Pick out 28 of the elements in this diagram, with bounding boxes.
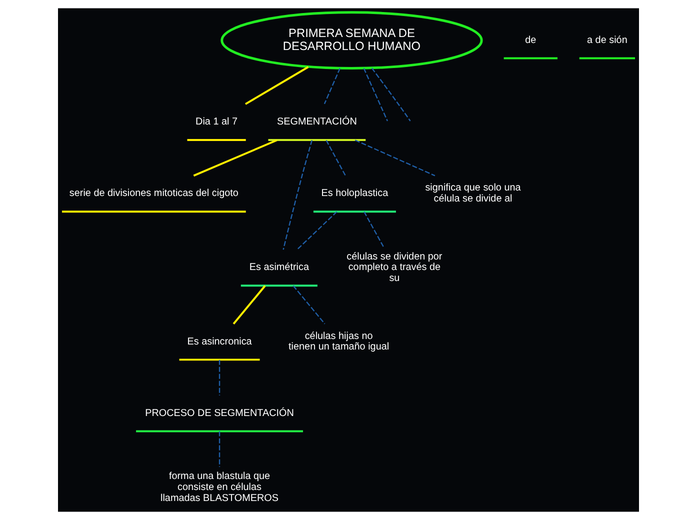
connector [192,139,277,177]
node-text: células hijas no tienen un tamaño igual [288,330,389,353]
connector [325,140,346,176]
node-text: de [524,34,536,46]
connector [323,68,340,104]
node-text: serie de divisiones mitoticas del cigoto [68,188,238,200]
node-text: SEGMENTACIÓN [276,116,356,128]
node-text: forma una blastula que consiste en células llamadas BLASTOMEROS [160,470,278,504]
node-ellipse: PRIMERA SEMANA DE DESARROLLO HUMANO [220,11,482,70]
node-text: Es holoplastica [320,188,388,200]
node-text: Dia 1 al 7 [195,116,238,128]
connector [282,140,312,250]
connector [218,431,220,467]
connector [296,211,337,250]
node-text: significa que solo una célula se divide al [424,182,520,205]
connector [363,211,384,248]
connector [362,68,388,122]
connector [292,285,325,324]
node-text: Es asimétrica [248,262,308,274]
node-text: PROCESO DE SEGMENTACIÓN [144,408,294,419]
connector [244,66,308,105]
connector [232,285,266,324]
connector [354,140,435,176]
connector [218,360,220,396]
node-text: células se dividen por completo a través de su [346,251,442,284]
connector [370,68,410,122]
node-text: Es asincronica [186,336,252,348]
node-text: a de sión [586,34,627,46]
